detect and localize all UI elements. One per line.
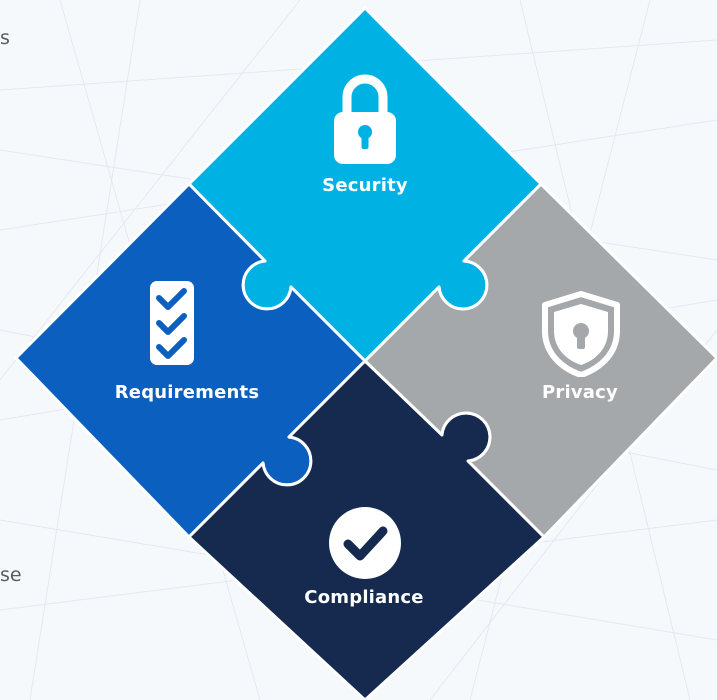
check-circle-icon (329, 507, 401, 579)
padlock-icon (334, 74, 396, 164)
compliance-label: Compliance (304, 587, 424, 608)
edge-text-top: s (0, 27, 10, 49)
security-label: Security (322, 175, 408, 196)
edge-text-bottom: se (0, 564, 22, 586)
shield-lock-icon (542, 291, 620, 377)
requirements-label: Requirements (114, 382, 260, 403)
checklist-icon (150, 281, 194, 365)
privacy-label: Privacy (542, 382, 618, 403)
